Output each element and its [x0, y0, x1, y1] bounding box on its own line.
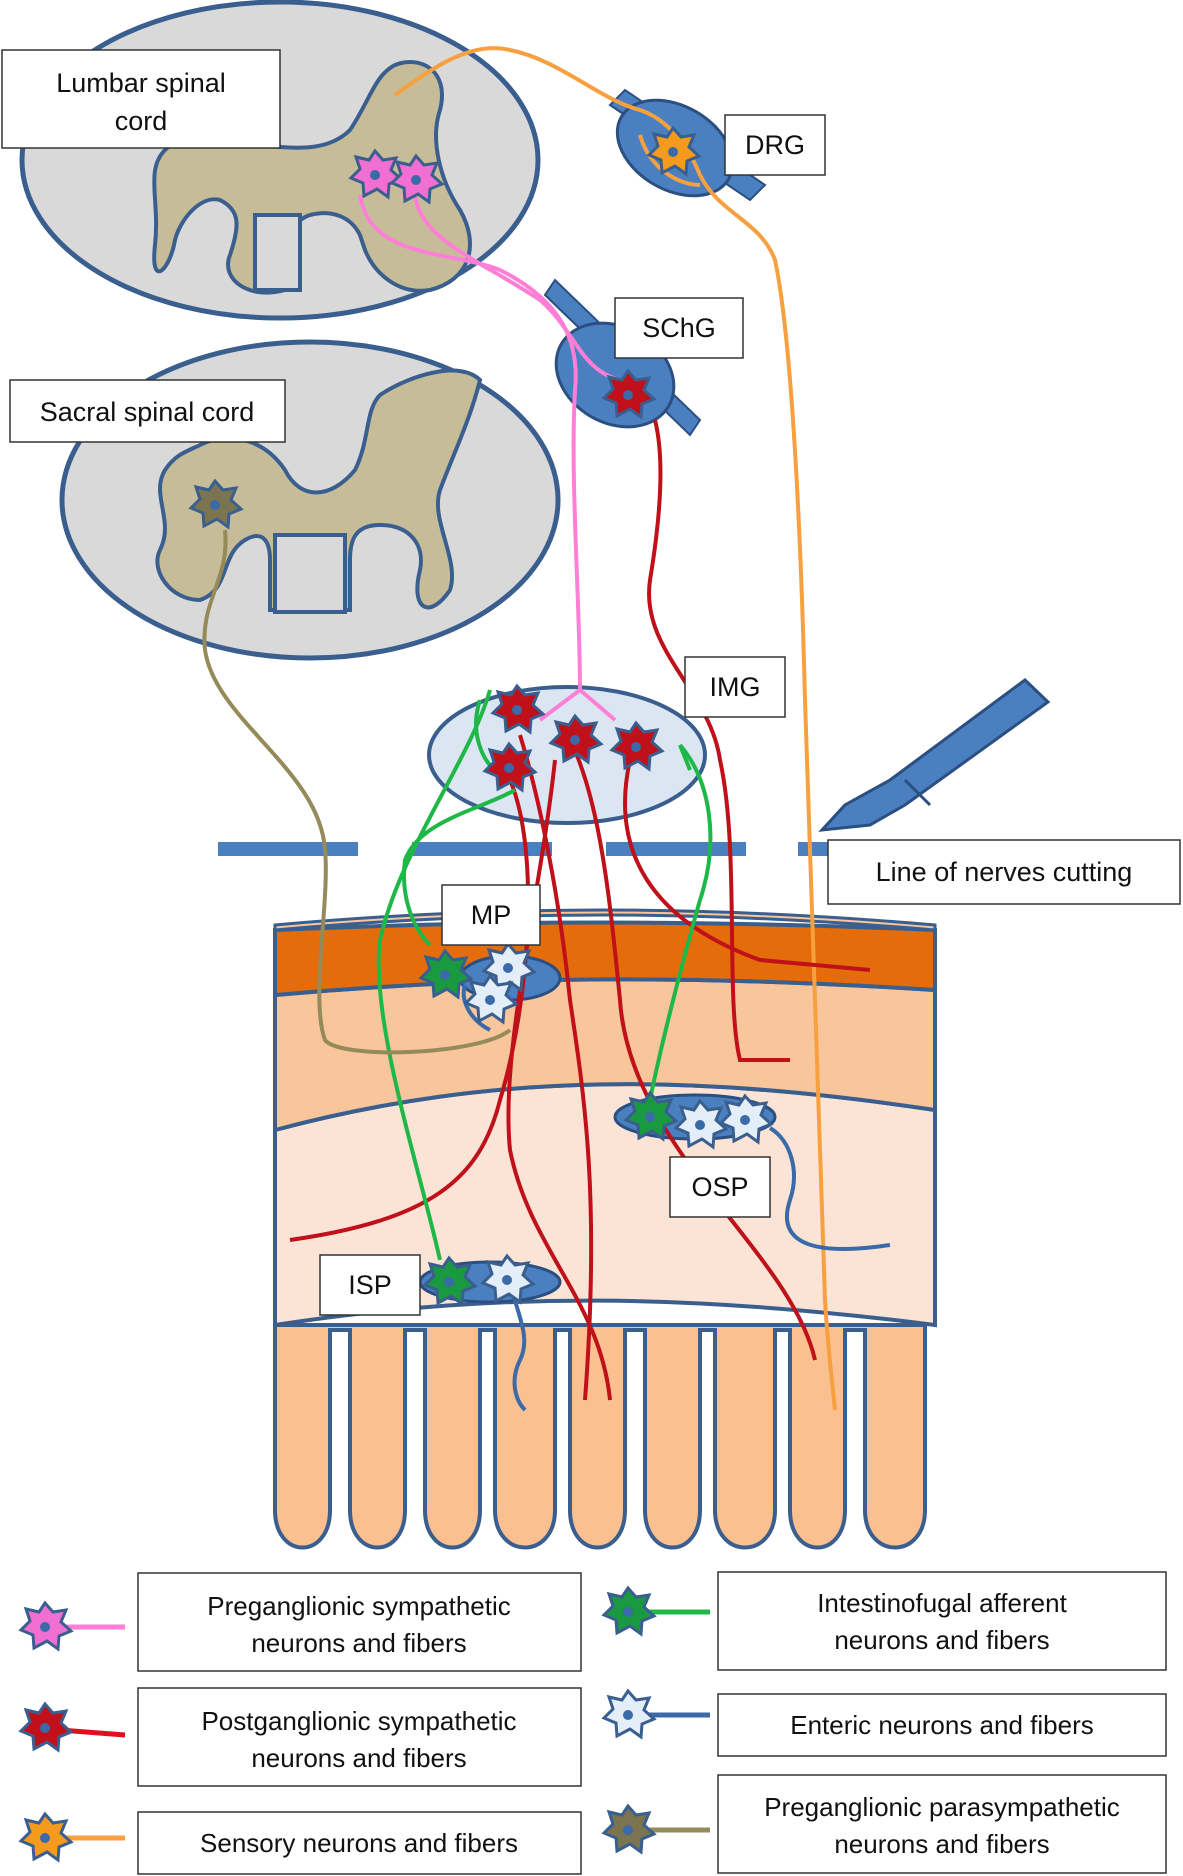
- label-lumbar-spinal-cord: Lumbar spinal cord: [1, 49, 281, 149]
- label-schg: SChG: [614, 297, 744, 359]
- drg-label: DRG: [745, 130, 805, 160]
- legend-item-enteric: Enteric neurons and fibers: [602, 1689, 1167, 1757]
- schg-label: SChG: [642, 313, 716, 343]
- legend-item-sensory: Sensory neurons and fibers: [19, 1811, 582, 1875]
- mp-label: MP: [471, 900, 512, 930]
- label-mp: MP: [441, 884, 541, 946]
- label-drg: DRG: [724, 114, 826, 176]
- lumbar-label-line2: cord: [115, 106, 168, 136]
- nerve-cut-line: [218, 842, 828, 856]
- legend-text-line2: neurons and fibers: [251, 1743, 466, 1773]
- scalpel-icon: [818, 678, 1051, 832]
- cut-line-label: Line of nerves cutting: [876, 857, 1133, 887]
- legend-item-intestinofugal-afferent: Intestinofugal afferent neurons and fibe…: [602, 1571, 1167, 1671]
- label-sacral-spinal-cord: Sacral spinal cord: [9, 379, 286, 443]
- label-img: IMG: [684, 656, 786, 718]
- sensory-fibers: [393, 46, 837, 1411]
- legend-text-line2: neurons and fibers: [251, 1628, 466, 1658]
- legend-text-line1: Sensory neurons and fibers: [200, 1828, 518, 1858]
- lumbar-label-line1: Lumbar spinal: [56, 68, 226, 98]
- legend-text-line1: Intestinofugal afferent: [817, 1588, 1067, 1618]
- img-label: IMG: [710, 672, 761, 702]
- legend-text-line2: neurons and fibers: [834, 1829, 1049, 1859]
- legend-text-line2: neurons and fibers: [834, 1625, 1049, 1655]
- legend-text-line1: Preganglionic parasympathetic: [764, 1792, 1120, 1822]
- legend-item-preganglionic-sympathetic: Preganglionic sympathetic neurons and fi…: [19, 1572, 582, 1672]
- label-isp: ISP: [319, 1254, 421, 1316]
- neuron-nuclei: [210, 147, 750, 1287]
- sacral-label: Sacral spinal cord: [40, 397, 255, 427]
- legend-text-line1: Enteric neurons and fibers: [790, 1710, 1094, 1740]
- legend-item-postganglionic-sympathetic: Postganglionic sympathetic neurons and f…: [19, 1687, 582, 1787]
- intestinofugal-afferent-fibers: [376, 689, 713, 1261]
- legend-text-line1: Preganglionic sympathetic: [207, 1591, 511, 1621]
- label-cut-line: Line of nerves cutting: [827, 839, 1181, 905]
- preganglionic-parasympathetic-fibers: [202, 529, 512, 1055]
- legend: Preganglionic sympathetic neurons and fi…: [19, 1571, 1167, 1875]
- osp-label: OSP: [691, 1172, 748, 1202]
- legend-text-line1: Postganglionic sympathetic: [201, 1706, 516, 1736]
- preganglionic-sympathetic-fibers: [358, 194, 623, 722]
- label-osp: OSP: [669, 1156, 771, 1218]
- intestinal-wall: [273, 908, 937, 1550]
- enteric-fibers: [461, 984, 891, 1412]
- isp-label: ISP: [348, 1270, 392, 1300]
- legend-item-preganglionic-parasympathetic: Preganglionic parasympathetic neurons an…: [602, 1774, 1167, 1874]
